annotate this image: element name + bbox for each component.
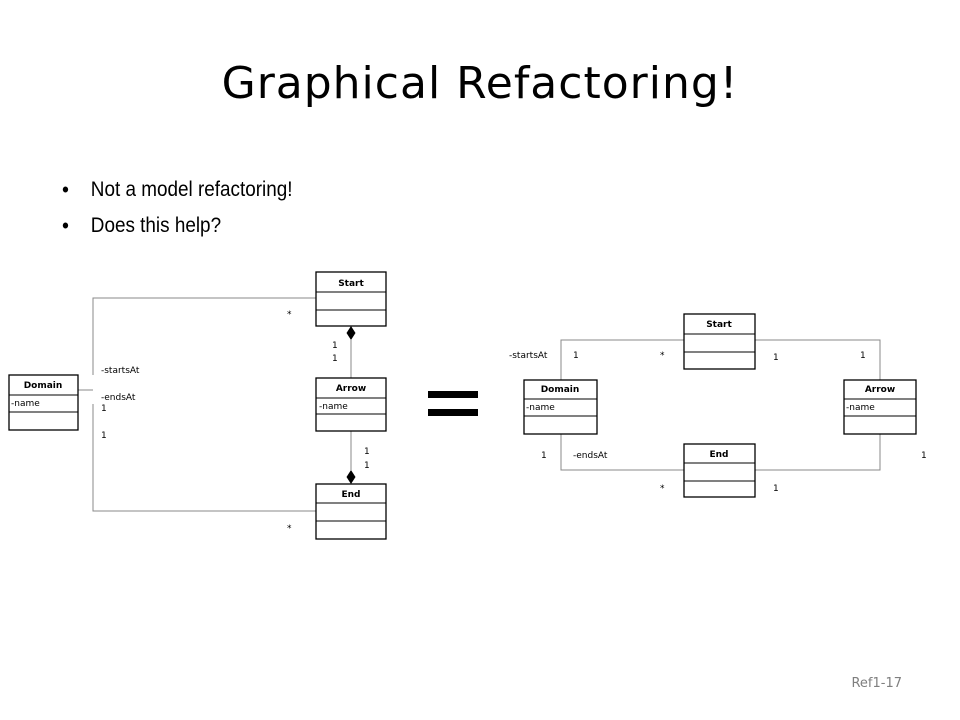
class-name: Domain — [541, 385, 580, 395]
multiplicity-label: 1 — [332, 341, 338, 351]
class-name: End — [710, 450, 729, 460]
multiplicity-label: * — [660, 351, 665, 361]
class-name: Start — [706, 320, 732, 330]
class-name: Arrow — [865, 385, 895, 395]
multiplicity-label: 1 — [860, 351, 866, 361]
multiplicity-label: * — [660, 484, 665, 494]
starts-at-association — [560, 339, 684, 380]
starts-at-association — [92, 297, 316, 375]
multiplicity-label: 1 — [541, 451, 547, 461]
bullet-list: • Not a model refactoring! • Does this hel… — [62, 172, 318, 244]
class-start: Start — [683, 313, 756, 370]
slide-number: Ref1-17 — [851, 676, 902, 691]
role-label: -startsAt — [101, 366, 140, 376]
multiplicity-label: 1 — [921, 451, 927, 461]
role-label: -startsAt — [509, 351, 548, 361]
multiplicity-label: 1 — [773, 484, 779, 494]
bullet-text: Does this help? — [90, 214, 222, 237]
ends-at-association — [560, 434, 684, 471]
bullet-item: • Not a model refactoring! — [62, 172, 292, 208]
class-name: End — [342, 490, 361, 500]
multiplicity-label: 1 — [773, 353, 779, 363]
bullet-dot-icon: • — [62, 213, 69, 238]
slide-title: Graphical Refactoring! — [221, 58, 739, 109]
multiplicity-label: 1 — [364, 461, 370, 471]
class-arrow: Arrow -name — [843, 379, 917, 435]
class-name: Arrow — [336, 384, 366, 394]
class-domain: Domain -name — [523, 379, 598, 435]
class-attribute: -name — [319, 402, 348, 412]
multiplicity-label: * — [287, 310, 292, 320]
multiplicity-label: 1 — [573, 351, 579, 361]
role-label: -endsAt — [573, 451, 608, 461]
class-attribute: -name — [526, 403, 555, 413]
composition-diamond-icon — [346, 326, 356, 340]
end-arrow-association — [755, 434, 881, 471]
class-name: Domain — [24, 381, 63, 391]
class-arrow: Arrow -name — [315, 377, 387, 432]
multiplicity-label: 1 — [101, 431, 107, 441]
equals-sign: = — [428, 391, 478, 416]
multiplicity-label: * — [287, 524, 292, 534]
right-uml-diagram: Start End Domain -name Arrow -name -star… — [509, 313, 927, 498]
class-attribute: -name — [846, 403, 875, 413]
bullet-text: Not a model refactoring! — [90, 178, 293, 201]
role-label: -endsAt — [101, 393, 136, 403]
composition-diamond-icon — [346, 470, 356, 484]
class-end: End — [315, 483, 387, 540]
class-start: Start — [315, 271, 387, 327]
ends-at-association — [92, 404, 316, 512]
class-domain: Domain -name — [8, 374, 79, 431]
bullet-item: • Does this help? — [62, 208, 292, 244]
left-uml-diagram: Start Arrow -name End Domain -name * * — [8, 271, 387, 540]
multiplicity-label: 1 — [332, 354, 338, 364]
class-attribute: -name — [11, 399, 40, 409]
class-end: End — [683, 443, 756, 498]
multiplicity-label: 1 — [364, 447, 370, 457]
bullet-dot-icon: • — [62, 177, 69, 202]
multiplicity-label: 1 — [101, 404, 107, 414]
class-name: Start — [338, 279, 364, 289]
start-arrow-association — [755, 339, 881, 380]
